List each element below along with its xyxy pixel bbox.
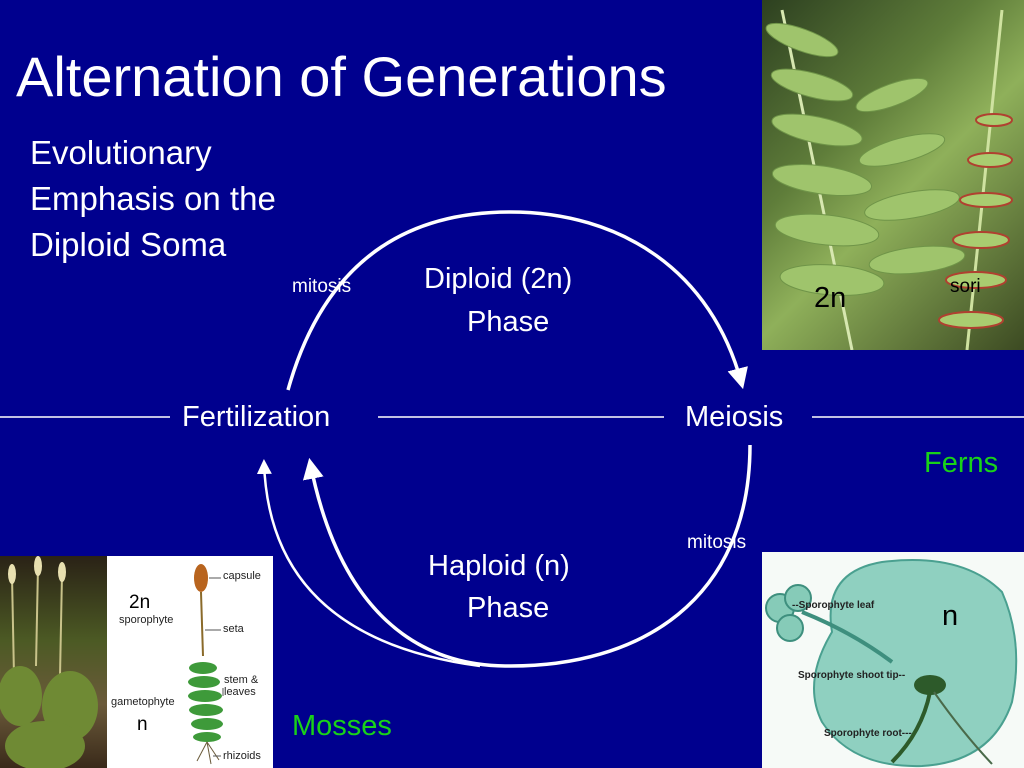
sori-label: sori xyxy=(950,276,981,297)
seta-label: seta xyxy=(223,623,244,635)
sporophyte-leaf-label: --Sporophyte leaf xyxy=(792,600,875,611)
haploid-phase-label-line1: Haploid (n) xyxy=(428,550,570,582)
diploid-phase-label-line2: Phase xyxy=(467,306,550,338)
prothallus-illustration xyxy=(765,559,1018,768)
mitosis-label-bottom: mitosis xyxy=(687,532,747,553)
fertilization-label: Fertilization xyxy=(182,401,331,433)
moss-plants-illustration xyxy=(0,556,98,768)
slide-title: Alternation of Generations xyxy=(16,45,667,108)
slide-subtitle: Evolutionary Emphasis on the Diploid Som… xyxy=(30,134,276,263)
outer-arc-to-fertilization xyxy=(256,459,481,668)
sporophyte-root-label: Sporophyte root--- xyxy=(824,728,912,739)
meiosis-label: Meiosis xyxy=(685,401,784,433)
stem-leaves-label-line2: leaves xyxy=(224,686,256,698)
fern-gametophyte-photo: n --Sporophyte leaf Sporophyte shoot tip… xyxy=(762,552,1024,768)
fern-photo: 2n sori xyxy=(762,0,1024,350)
fern-ploidy-label: 2n xyxy=(814,282,847,314)
moss-sporophyte-diagram xyxy=(188,564,224,765)
sporophyte-shoot-tip-label: Sporophyte shoot tip-- xyxy=(798,670,906,681)
top-arc-to-meiosis xyxy=(286,210,748,391)
haploid-phase-label-line2: Phase xyxy=(467,592,550,624)
mosses-label: Mosses xyxy=(292,710,392,742)
gametophyte-ploidy-label: n xyxy=(137,714,148,735)
capsule-label: capsule xyxy=(223,570,261,582)
moss-drawing: 2n sporophyte gametophyte n capsule seta… xyxy=(107,556,273,768)
gametophyte-photo-ploidy-label: n xyxy=(942,600,959,632)
sporophyte-label: sporophyte xyxy=(119,614,174,626)
right-arc-meiosis-to-haploid xyxy=(302,444,752,668)
sporophyte-ploidy-label: 2n xyxy=(129,592,151,613)
gametophyte-label: gametophyte xyxy=(111,696,175,708)
fern-frond-illustration xyxy=(765,9,1013,350)
stem-leaves-label-line1: stem & xyxy=(224,674,259,686)
mitosis-label-top: mitosis xyxy=(292,276,352,297)
diploid-phase-label-line1: Diploid (2n) xyxy=(424,263,573,295)
rhizoids-label: rhizoids xyxy=(223,750,261,762)
moss-photo xyxy=(0,556,107,768)
ferns-label: Ferns xyxy=(924,447,999,479)
